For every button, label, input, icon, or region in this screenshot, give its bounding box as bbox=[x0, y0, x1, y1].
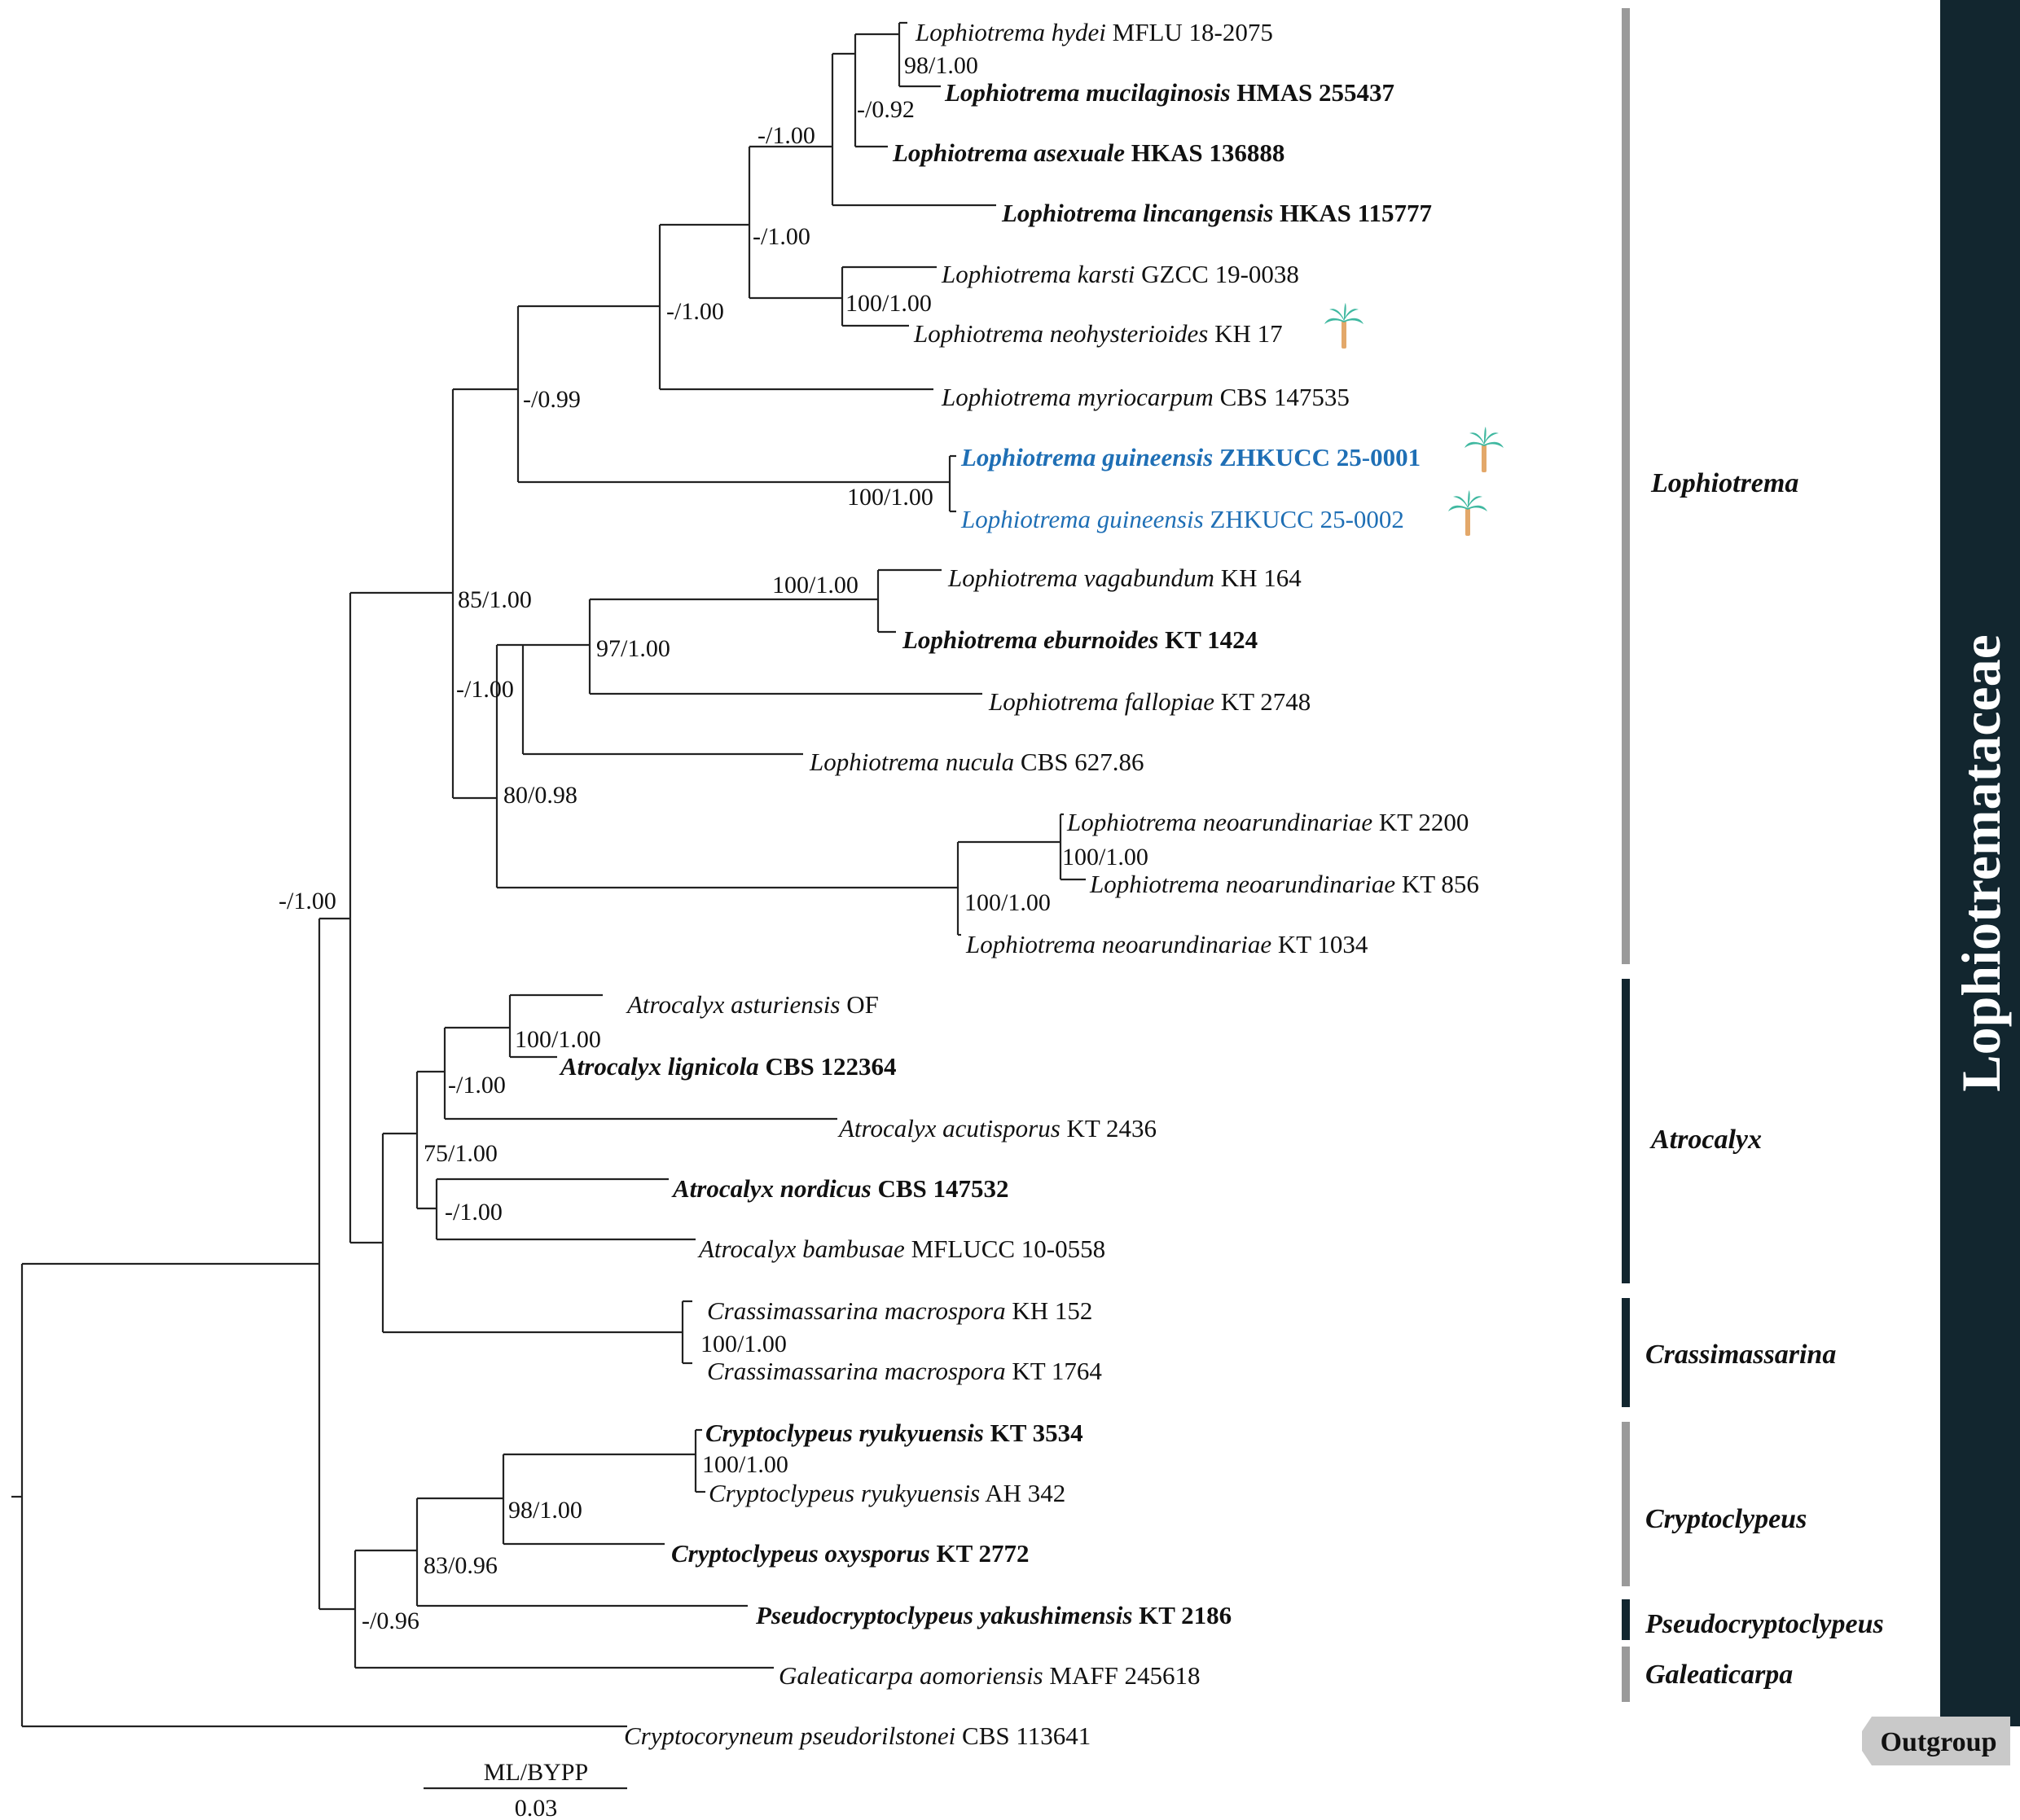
support-value: -/0.96 bbox=[362, 1607, 419, 1634]
palm-tree-icon bbox=[1464, 427, 1504, 472]
taxon-label: Lophiotrema hydei MFLU 18-2075 bbox=[915, 18, 1273, 46]
support-value: 85/1.00 bbox=[458, 586, 532, 613]
taxon-label: Lophiotrema guineensis ZHKUCC 25-0001 bbox=[960, 443, 1421, 471]
taxon-label: Lophiotrema vagabundum KH 164 bbox=[947, 564, 1302, 592]
taxon-label: Lophiotrema asexuale HKAS 136888 bbox=[892, 138, 1284, 167]
support-value: -/1.00 bbox=[666, 298, 724, 325]
support-value: 100/1.00 bbox=[845, 290, 932, 317]
support-value: 100/1.00 bbox=[515, 1026, 601, 1053]
taxon-label: Atrocalyx acutisporus KT 2436 bbox=[837, 1114, 1157, 1142]
support-value: -/0.92 bbox=[857, 96, 915, 123]
taxon-label: Lophiotrema eburnoides KT 1424 bbox=[902, 625, 1258, 654]
palm-tree-icon bbox=[1324, 303, 1364, 349]
taxon-label: Atrocalyx bambusae MFLUCC 10-0558 bbox=[697, 1235, 1105, 1263]
support-value: -/1.00 bbox=[753, 223, 810, 250]
support-value: 83/0.96 bbox=[424, 1552, 498, 1579]
support-value: 75/1.00 bbox=[424, 1140, 498, 1167]
support-value: 98/1.00 bbox=[904, 52, 978, 79]
outgroup-label: Outgroup bbox=[1881, 1727, 1997, 1757]
taxon-label: Cryptoclypeus ryukyuensis KT 3534 bbox=[705, 1419, 1083, 1447]
taxon-label: Lophiotrema lincangensis HKAS 115777 bbox=[1001, 199, 1432, 227]
taxon-label: Lophiotrema neoarundinariae KT 1034 bbox=[965, 930, 1368, 958]
support-value: 100/1.00 bbox=[772, 572, 858, 599]
outgroup-badge bbox=[1862, 1717, 2010, 1765]
support-value: 100/1.00 bbox=[1062, 844, 1148, 871]
support-method-label: ML/BYPP bbox=[484, 1759, 588, 1786]
taxon-label: Atrocalyx asturiensis OF bbox=[626, 990, 879, 1019]
taxon-label: Cryptocoryneum pseudorilstonei CBS 11364… bbox=[624, 1721, 1091, 1750]
taxon-label: Lophiotrema neohysterioides KH 17 bbox=[913, 319, 1283, 348]
support-value: -/1.00 bbox=[445, 1199, 503, 1226]
support-value: -/1.00 bbox=[448, 1072, 506, 1099]
taxon-label: Cryptoclypeus oxysporus KT 2772 bbox=[671, 1539, 1029, 1568]
clade-label-galeaticarpa: Galeaticarpa bbox=[1645, 1660, 1793, 1690]
clade-label-cryptoclypeus: Cryptoclypeus bbox=[1645, 1504, 1807, 1534]
palm-tree-icon bbox=[1448, 490, 1487, 536]
taxon-label: Galeaticarpa aomoriensis MAFF 245618 bbox=[779, 1661, 1201, 1690]
support-value: 97/1.00 bbox=[596, 635, 670, 662]
clade-label-lophiotrema: Lophiotrema bbox=[1650, 468, 1798, 498]
clade-label-atrocalyx: Atrocalyx bbox=[1649, 1125, 1762, 1155]
clade-label-crassimassarina: Crassimassarina bbox=[1645, 1340, 1836, 1370]
taxon-label: Lophiotrema neoarundinariae KT 2200 bbox=[1066, 808, 1469, 836]
taxon-label: Lophiotrema mucilaginosis HMAS 255437 bbox=[944, 78, 1394, 107]
support-value: 100/1.00 bbox=[700, 1331, 787, 1357]
support-value: 80/0.98 bbox=[503, 782, 577, 809]
family-label: Lophiotremataceae bbox=[1950, 634, 2012, 1092]
scale-bar-value: 0.03 bbox=[515, 1795, 558, 1820]
taxon-labels: Lophiotrema hydei MFLU 18-2075 Lophiotre… bbox=[559, 18, 1479, 1750]
taxon-label: Lophiotrema karsti GZCC 19-0038 bbox=[941, 260, 1299, 288]
support-values: 98/1.00 -/0.92 -/1.00 -/1.00 100/1.00 -/… bbox=[279, 52, 1148, 1634]
family-bar bbox=[1940, 0, 2020, 1726]
support-value: -/0.99 bbox=[523, 386, 581, 413]
support-value: 100/1.00 bbox=[964, 889, 1051, 916]
tree-branches bbox=[11, 21, 1086, 1728]
taxon-label: Lophiotrema fallopiae KT 2748 bbox=[988, 687, 1311, 716]
taxon-label: Lophiotrema neoarundinariae KT 856 bbox=[1089, 870, 1479, 898]
clade-label-pseudocryptoclypeus: Pseudocryptoclypeus bbox=[1645, 1609, 1884, 1639]
taxon-label: Crassimassarina macrospora KH 152 bbox=[707, 1296, 1092, 1325]
taxon-label: Lophiotrema nucula CBS 627.86 bbox=[809, 748, 1144, 776]
support-value: -/1.00 bbox=[456, 676, 514, 703]
taxon-label: Crassimassarina macrospora KT 1764 bbox=[707, 1357, 1102, 1385]
support-value: 98/1.00 bbox=[508, 1497, 582, 1524]
taxon-label: Atrocalyx nordicus CBS 147532 bbox=[671, 1174, 1009, 1203]
support-value: 100/1.00 bbox=[847, 484, 933, 511]
taxon-label: Lophiotrema myriocarpum CBS 147535 bbox=[941, 383, 1350, 411]
taxon-label: Pseudocryptoclypeus yakushimensis KT 218… bbox=[755, 1601, 1232, 1629]
taxon-label: Cryptoclypeus ryukyuensis AH 342 bbox=[709, 1479, 1065, 1507]
support-value: -/1.00 bbox=[279, 888, 336, 914]
support-value: -/1.00 bbox=[758, 122, 815, 149]
support-value: 100/1.00 bbox=[702, 1451, 788, 1478]
taxon-label: Atrocalyx lignicola CBS 122364 bbox=[559, 1052, 897, 1081]
taxon-label: Lophiotrema guineensis ZHKUCC 25-0002 bbox=[960, 505, 1404, 533]
